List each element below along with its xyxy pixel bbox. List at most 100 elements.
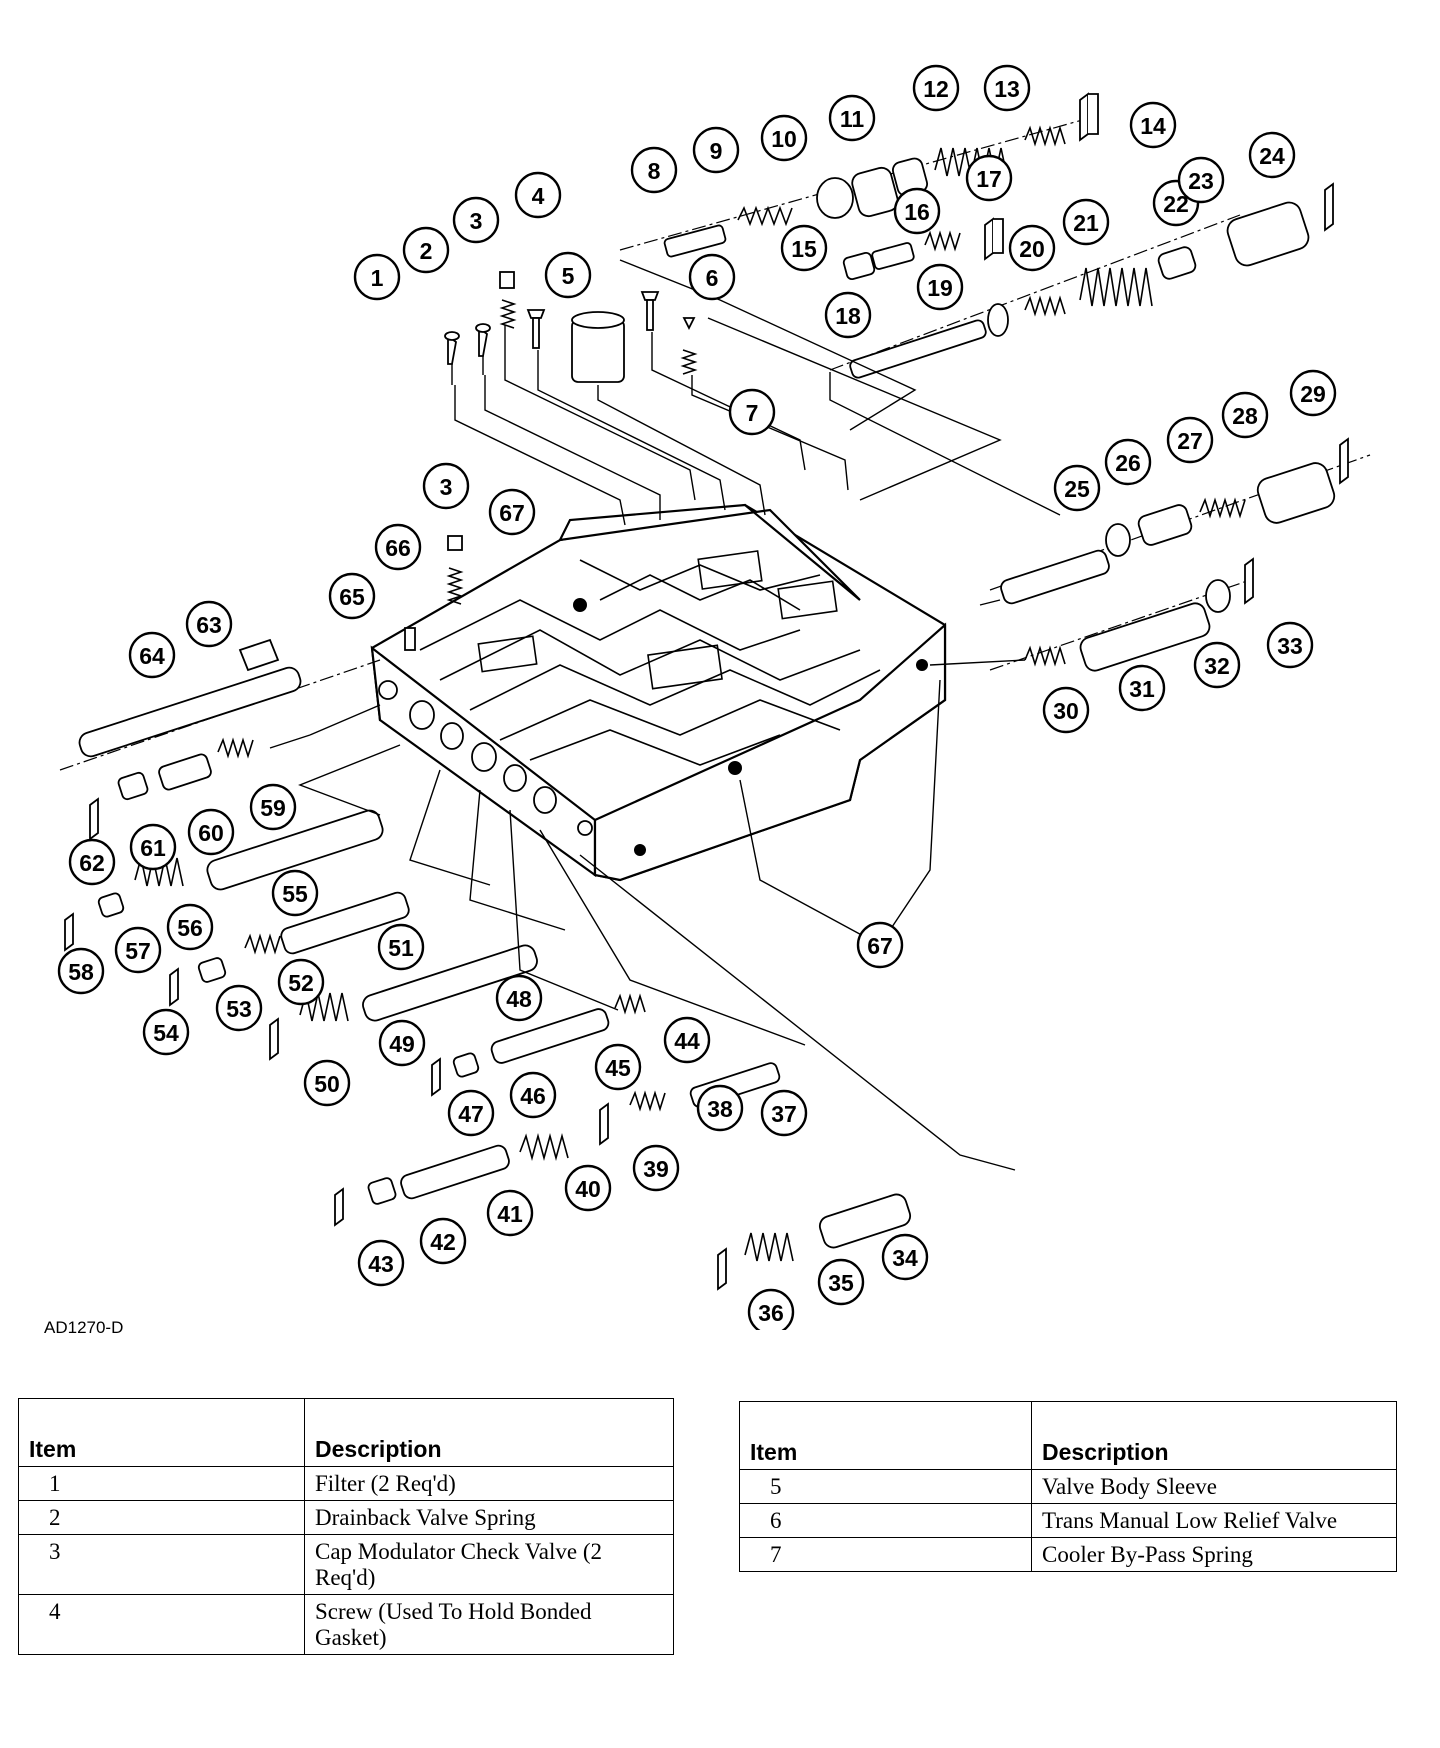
- callout-40: 40: [564, 1164, 612, 1212]
- callout-number: 3: [440, 474, 453, 500]
- callout-number: 44: [674, 1028, 700, 1054]
- callout-number: 23: [1188, 168, 1214, 194]
- callout-number: 5: [562, 263, 575, 289]
- callout-circle: [893, 187, 941, 235]
- callout-39: 39: [632, 1144, 680, 1192]
- callout-number: 40: [575, 1176, 601, 1202]
- callout-48: 48: [495, 974, 543, 1022]
- callout-5: 5: [544, 251, 592, 299]
- callout-11: 11: [828, 94, 876, 142]
- callout-circle: [1266, 621, 1314, 669]
- legend-item-number: 7: [739, 1537, 1032, 1572]
- valve-body-casting: [370, 503, 947, 882]
- callout-number: 3: [470, 208, 483, 234]
- callout-53: 53: [215, 984, 263, 1032]
- callout-circle: [303, 1059, 351, 1107]
- legend-item-description: Screw (Used To Hold Bonded Gasket): [304, 1594, 674, 1655]
- callout-number: 66: [385, 535, 411, 561]
- callout-9: 9: [692, 126, 740, 174]
- callout-30: 30: [1042, 686, 1090, 734]
- callout-number: 6: [706, 265, 719, 291]
- callout-61: 61: [129, 823, 177, 871]
- callout-circle: [1221, 391, 1269, 439]
- callout-number: 56: [177, 915, 203, 941]
- callout-number: 47: [458, 1101, 484, 1127]
- callout-number: 24: [1259, 143, 1285, 169]
- callout-28: 28: [1221, 391, 1269, 439]
- callout-51: 51: [377, 923, 425, 971]
- callout-number: 7: [746, 400, 759, 426]
- item-column-header: Item: [18, 1398, 305, 1467]
- legend-item-number: 2: [18, 1500, 305, 1535]
- callout-circle: [824, 291, 872, 339]
- callout-8: 8: [630, 146, 678, 194]
- callout-55: 55: [271, 869, 319, 917]
- callout-circle: [1104, 438, 1152, 486]
- legend-header-row: Item Description: [739, 1401, 1397, 1470]
- callout-2: 2: [402, 226, 450, 274]
- callout-37: 37: [760, 1089, 808, 1137]
- callout-number: 21: [1073, 210, 1099, 236]
- valve-train-second: [842, 217, 1004, 281]
- callout-number: 60: [198, 820, 224, 846]
- callout-circle: [1248, 131, 1296, 179]
- callout-circle: [129, 823, 177, 871]
- figure-code: AD1270-D: [44, 1318, 124, 1337]
- callout-19: 19: [916, 263, 964, 311]
- callout-number: 64: [139, 643, 165, 669]
- callout-number: 36: [758, 1300, 784, 1326]
- callout-circle: [128, 631, 176, 679]
- valve-train-left: [59, 638, 912, 1291]
- callout-41: 41: [486, 1189, 534, 1237]
- filters-and-screws: [444, 271, 698, 385]
- callout-number: 43: [368, 1251, 394, 1277]
- valve-train-third: [829, 182, 1334, 379]
- callout-64: 64: [128, 631, 176, 679]
- callout-number: 38: [707, 1096, 733, 1122]
- callout-23: 23: [1177, 156, 1225, 204]
- callout-circle: [1177, 156, 1225, 204]
- callout-number: 15: [791, 236, 817, 262]
- legend-item-description: Filter (2 Req'd): [304, 1466, 674, 1501]
- callout-number: 61: [140, 835, 166, 861]
- callout-number: 55: [282, 881, 308, 907]
- callout-number: 10: [771, 126, 797, 152]
- callout-number: 62: [79, 850, 105, 876]
- callout-number: 30: [1053, 698, 1079, 724]
- callout-number: 29: [1300, 381, 1326, 407]
- callout-circle: [452, 196, 500, 244]
- callout-10: 10: [760, 114, 808, 162]
- callout-circle: [488, 488, 536, 536]
- callout-circle: [747, 1288, 795, 1330]
- callout-44: 44: [663, 1016, 711, 1064]
- callout-circle: [1053, 464, 1101, 512]
- callout-circle: [912, 64, 960, 112]
- callout-59: 59: [249, 783, 297, 831]
- callout-number: 17: [976, 166, 1002, 192]
- callout-circle: [564, 1164, 612, 1212]
- valve-train-top: [619, 92, 1101, 258]
- callout-number: 52: [288, 970, 314, 996]
- legend-item-description: Valve Body Sleeve: [1031, 1469, 1397, 1504]
- callout-34: 34: [881, 1233, 929, 1281]
- description-column-header: Description: [304, 1398, 674, 1467]
- callout-circle: [594, 1043, 642, 1091]
- callout-circle: [495, 974, 543, 1022]
- callout-number: 39: [643, 1156, 669, 1182]
- callout-4: 4: [514, 171, 562, 219]
- callout-number: 48: [506, 986, 532, 1012]
- legend-item-description: Trans Manual Low Relief Valve: [1031, 1503, 1397, 1538]
- legend-item-number: 3: [18, 1534, 305, 1595]
- callout-circle: [377, 923, 425, 971]
- callout-circle: [142, 1008, 190, 1056]
- callout-18: 18: [824, 291, 872, 339]
- callout-number: 45: [605, 1055, 631, 1081]
- callout-circle: [696, 1084, 744, 1132]
- callout-number: 41: [497, 1201, 523, 1227]
- callout-27: 27: [1166, 416, 1214, 464]
